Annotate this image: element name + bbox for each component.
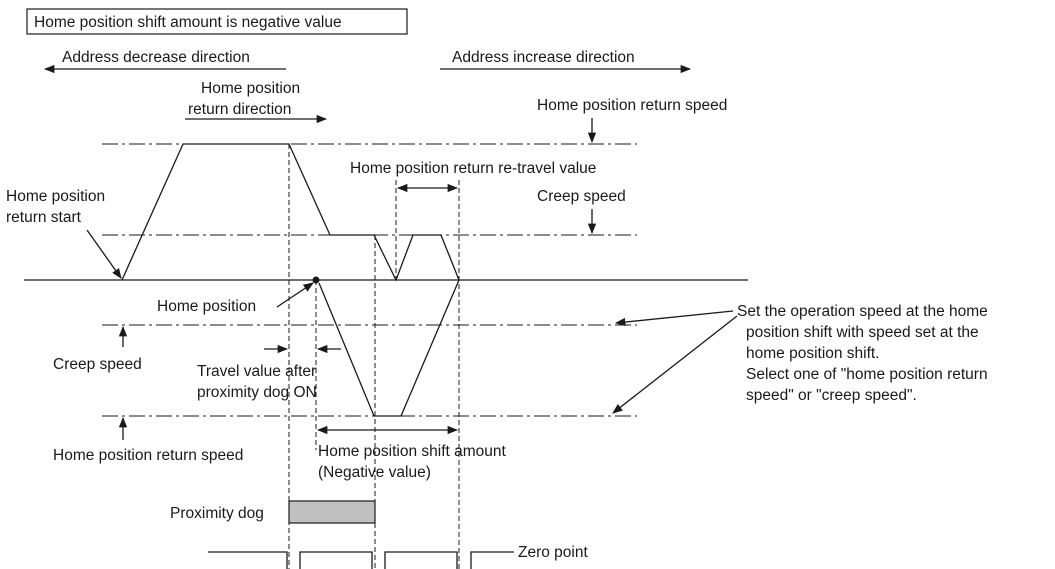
retravel-value-label: Home position return re-travel value [350, 160, 596, 177]
speed-profile-shift [318, 279, 460, 417]
home-position-label: Home position [157, 298, 256, 315]
shift-amount-label-2: (Negative value) [318, 464, 431, 481]
creep-speed-top-label: Creep speed [537, 188, 626, 205]
zero-point-pulse [208, 551, 288, 569]
hp-return-start-arrow [86, 229, 122, 279]
hp-return-speed-top-label: Home position return speed [537, 97, 727, 114]
note-line: Select one of "home position return [746, 366, 988, 383]
zero-point-pulse [470, 551, 514, 569]
zero-point-label: Zero point [518, 544, 588, 561]
diagram-title: Home position shift amount is negative v… [34, 14, 342, 31]
note-arrow-hp-return [612, 315, 738, 414]
proximity-dog-signal [288, 500, 376, 524]
creep-speed-bottom-label: Creep speed [53, 356, 142, 373]
return-direction-label-2: return direction [188, 101, 291, 118]
hp-return-start-label-2: return start [6, 209, 82, 226]
address-increase-label: Address increase direction [452, 49, 635, 66]
hp-return-start-label-1: Home position [6, 188, 105, 205]
note-line: home position shift. [746, 345, 880, 362]
travel-after-dog-label-1: Travel value after [197, 363, 316, 380]
zero-point-pulse [384, 551, 458, 569]
note-line: speed" or "creep speed". [746, 387, 917, 404]
address-decrease-label: Address decrease direction [62, 49, 250, 66]
speed-profile-forward [121, 143, 460, 282]
return-direction-label-1: Home position [201, 80, 300, 97]
note-line: position shift with speed set at the [746, 324, 979, 341]
home-position-arrow [276, 282, 314, 308]
title-box [26, 8, 408, 35]
travel-after-dog-label-2: proximity dog ON [197, 384, 317, 401]
shift-amount-label-1: Home position shift amount [318, 443, 507, 460]
proximity-dog-label: Proximity dog [170, 505, 264, 522]
note-arrow-creep [614, 310, 734, 327]
zero-point-pulse [299, 551, 373, 569]
note-line: Set the operation speed at the home [737, 303, 988, 320]
hp-return-speed-bottom-label: Home position return speed [53, 447, 243, 464]
operation-speed-note: Set the operation speed at the home posi… [737, 303, 988, 404]
